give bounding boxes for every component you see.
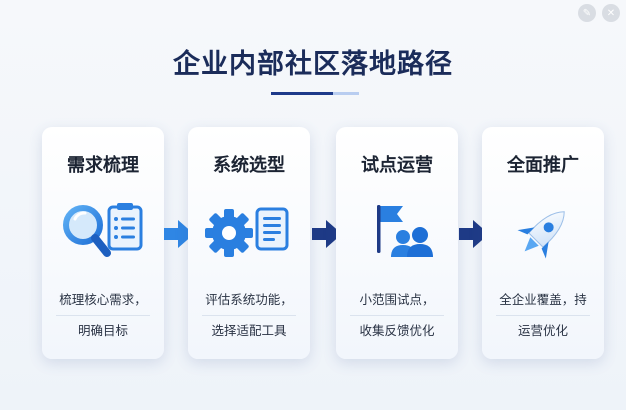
desc-line-1: 小范围试点， [359, 292, 435, 307]
step-card-2: 系统选型 评估系统功能， 选择适配工具 [188, 127, 310, 359]
step-description: 全企业覆盖，持 运营优化 [482, 285, 604, 346]
edit-icon[interactable]: ✎ [578, 4, 596, 22]
desc-line-2: 明确目标 [77, 323, 128, 338]
step-title: 全面推广 [507, 155, 579, 176]
step-description: 梳理核心需求， 明确目标 [42, 285, 164, 346]
close-icon[interactable]: ✕ [602, 4, 620, 22]
step-card-3: 试点运营 小范围试点， 收集反馈优化 [336, 127, 458, 359]
step-description: 评估系统功能， 选择适配工具 [188, 285, 310, 346]
step-description: 小范围试点， 收集反馈优化 [336, 285, 458, 346]
arrow-right-icon [459, 220, 489, 248]
corner-controls: ✎ ✕ [578, 4, 620, 22]
desc-line-1: 评估系统功能， [205, 292, 293, 307]
magnifier-checklist-icon [63, 203, 143, 257]
desc-line-1: 全企业覆盖，持 [499, 292, 587, 307]
desc-line-2: 收集反馈优化 [359, 323, 435, 338]
gear-document-icon [205, 207, 289, 257]
desc-line-2: 运营优化 [517, 323, 568, 338]
page-title: 企业内部社区落地路径 [173, 49, 453, 80]
step-title: 需求梳理 [67, 155, 139, 176]
arrow-right-icon [312, 220, 342, 248]
step-card-1: 需求梳理 梳理核心需求， 明确目标 [42, 127, 164, 359]
step-title: 系统选型 [213, 155, 285, 176]
desc-line-2: 选择适配工具 [211, 323, 287, 338]
desc-line-1: 梳理核心需求， [59, 292, 147, 307]
step-title: 试点运营 [361, 155, 433, 176]
flag-team-icon [377, 205, 433, 257]
rocket-icon [517, 211, 565, 259]
title-underline [271, 92, 359, 95]
arrow-right-icon [164, 220, 194, 248]
step-card-4: 全面推广 全企业覆盖，持 运营优化 [482, 127, 604, 359]
